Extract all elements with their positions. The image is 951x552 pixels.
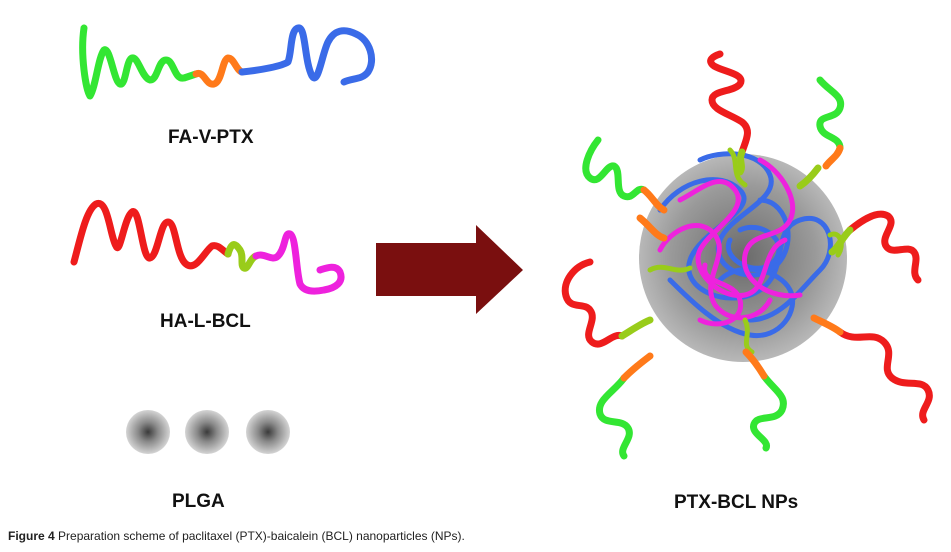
- fa-segment: [79, 24, 200, 100]
- sphere-icon: [246, 410, 290, 454]
- figure-number: Figure 4: [8, 529, 55, 543]
- fa-v-ptx-label: FA-V-PTX: [168, 127, 254, 148]
- corona-chains: [561, 50, 933, 460]
- right-arrow-icon: [376, 225, 523, 314]
- ha-l-bcl-label: HA-L-BCL: [160, 311, 251, 332]
- plga-particles: [126, 410, 290, 454]
- ha-segment: [70, 200, 232, 270]
- figure-caption: Figure 4 Preparation scheme of paclitaxe…: [8, 529, 465, 543]
- core-tangle: [647, 147, 844, 355]
- ptx-segment: [238, 24, 375, 86]
- l-linker-segment: [224, 241, 260, 272]
- sphere-icon: [126, 410, 170, 454]
- plga-label: PLGA: [172, 491, 225, 512]
- ptx-bcl-nps-label: PTX-BCL NPs: [674, 492, 799, 513]
- ptx-bcl-nanoparticle: [561, 50, 933, 460]
- ha-l-bcl-molecule: [70, 200, 345, 295]
- bcl-segment: [252, 230, 345, 295]
- sphere-icon: [185, 410, 229, 454]
- caption-text: Preparation scheme of paclitaxel (PTX)-b…: [54, 529, 465, 543]
- valine-linker-segment: [192, 54, 246, 88]
- fa-v-ptx-molecule: [79, 24, 375, 100]
